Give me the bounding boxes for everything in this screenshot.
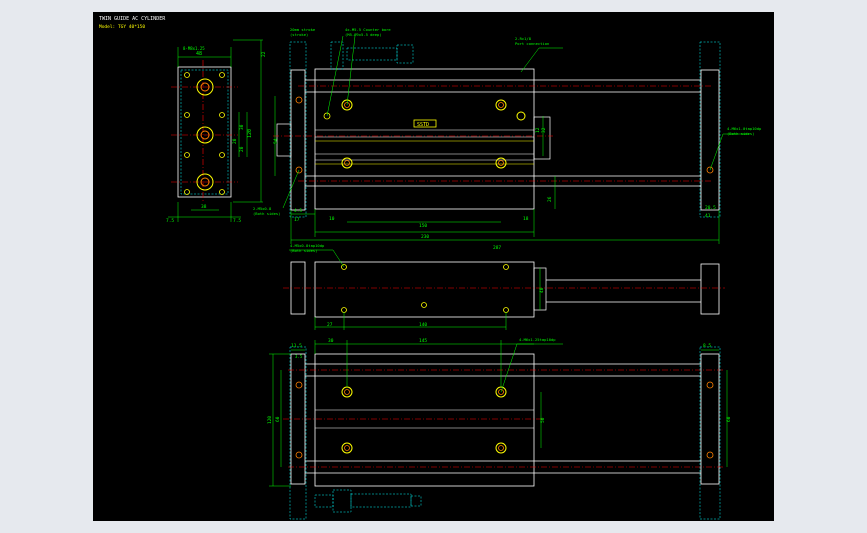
drawing-viewport[interactable]: TWIN GUIDE AC CYLINDER Model: TGY 40*150 <box>93 12 774 521</box>
callout-plate-holes: 4-M6x1.0tap10dp <box>727 126 762 131</box>
dim-41: 41 <box>705 213 711 219</box>
callout-top-right: 2-Rc1/8 <box>515 36 532 41</box>
callout-mid-holes: 4-M5x0.8tap10dp <box>290 243 325 248</box>
dim-bot-120: 120 <box>267 416 273 424</box>
dim-mid-40: 40 <box>539 287 545 293</box>
dim-bot-60: 60 <box>275 416 281 422</box>
callout-plate-sub: (Both sides) <box>727 131 754 136</box>
dim-bot-30: 30 <box>328 338 334 344</box>
dim-32: 32 <box>541 127 547 133</box>
dim-bot-50: 50 <box>540 417 546 423</box>
bottom-view: 30 145 120 60 50 60 11.5 8.5 3.5 4-M6x1.… <box>267 337 732 520</box>
callout-rod-end: 20mm stroke <box>290 27 316 32</box>
side-view: 27 140 40 4-M5x0.8tap10dp (Both sides) <box>283 243 725 330</box>
top-view: SSTD 287 230 150 10 <box>253 27 762 251</box>
dim-bot-3-5: 3.5 <box>295 354 303 359</box>
callout-bottom-holes: 4-M6x1.25tap10dp <box>519 337 556 342</box>
dim-26: 26 <box>547 196 553 202</box>
dim-230: 230 <box>421 234 429 240</box>
dim-end-bottom: 38 <box>201 204 207 210</box>
dim-54: 54 <box>273 138 279 144</box>
dim-17: 17 <box>294 217 300 223</box>
dim-end-br: 7.5 <box>233 218 241 224</box>
callout-nut-sub: (M5-Ø9x5.5 deep) <box>345 32 382 37</box>
callout-bottom-left: 2-M5x0.8 <box>253 206 272 211</box>
dim-287: 287 <box>493 245 501 251</box>
dim-10: 10 <box>329 216 335 222</box>
dim-4-5: 4.5 <box>294 208 302 214</box>
dim-mid-27: 27 <box>327 322 333 328</box>
dim-end-side2: 20 <box>239 146 245 152</box>
label-box: SSTD <box>417 122 429 128</box>
dim-end-side1: 30 <box>239 124 245 130</box>
dim-end-height: 120 <box>247 129 253 138</box>
dim-bot-11-5: 11.5 <box>291 343 302 349</box>
dim-bot-8-5: 8.5 <box>703 343 711 349</box>
dim-end-bl: 7.5 <box>166 218 174 224</box>
dim-end-side3: 20 <box>232 138 238 144</box>
dim-150: 150 <box>419 223 427 229</box>
dim-end-right: 22 <box>261 51 267 57</box>
drawing-model: Model: TGY 40*150 <box>99 24 145 30</box>
dim-mid-140: 140 <box>419 322 427 328</box>
end-view: 48 8-M8x1.25 120 30 20 20 38 7.5 7.5 22 <box>166 39 267 224</box>
callout-nut-hole: 4x-M5.5 Counter bore <box>345 27 391 32</box>
callout-top-right-sub: Port connection <box>515 41 549 46</box>
callout-rod-end-sub: (stroke) <box>290 32 308 37</box>
callout-mid-sub: (Both sides) <box>290 248 317 253</box>
callout-bottom-left-sub: (Both sides) <box>253 211 280 216</box>
dim-bot-145: 145 <box>419 338 427 344</box>
dim-bot-60b: 60 <box>726 416 732 422</box>
drawing-title: TWIN GUIDE AC CYLINDER <box>99 16 166 22</box>
dim-20-5: 20.5 <box>705 205 716 211</box>
cad-drawing: TWIN GUIDE AC CYLINDER Model: TGY 40*150 <box>99 16 762 520</box>
dim-12: 12 <box>535 127 541 133</box>
callout-left-holes: 8-M8x1.25 <box>183 46 205 51</box>
dim-18: 18 <box>523 216 529 222</box>
dim-end-width: 48 <box>196 51 202 57</box>
